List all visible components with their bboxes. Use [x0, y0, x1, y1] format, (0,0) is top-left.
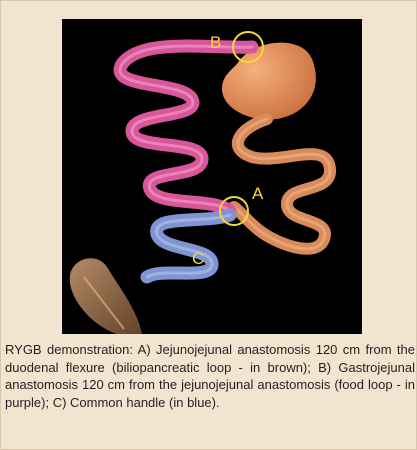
marker-c: C: [192, 249, 204, 268]
rygb-illustration: B A C: [62, 19, 362, 334]
stomach-remnant: [222, 43, 316, 120]
marker-c-label: C: [192, 249, 204, 268]
marker-a-label: A: [252, 184, 264, 203]
colon-segment: [70, 258, 142, 334]
biliopancreatic-loop: [234, 119, 330, 249]
figure-caption: RYGB demonstration: A) Jejunojejunal ana…: [5, 341, 415, 411]
rygb-drawing: B A C: [62, 19, 362, 334]
marker-b-label: B: [210, 33, 221, 52]
